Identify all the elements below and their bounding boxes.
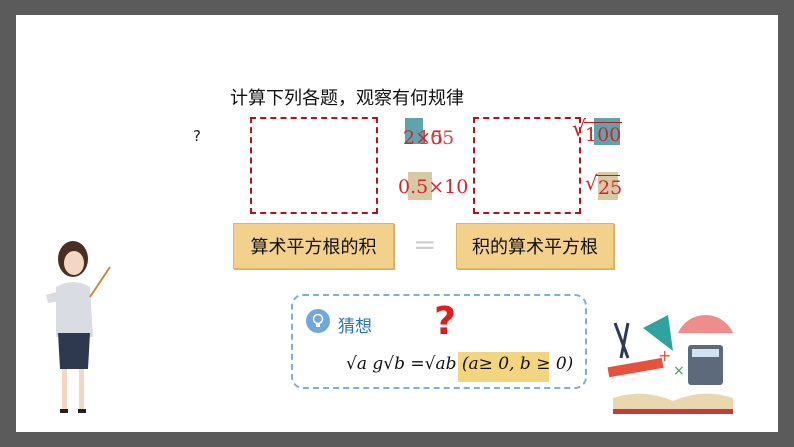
teacher-illustration — [46, 241, 111, 413]
left-highlight-1 — [405, 118, 423, 144]
lightbulb-icon — [306, 309, 330, 333]
formula-main: √a g√b =√ab (a — [346, 354, 479, 374]
right-expression-2: 25 — [598, 177, 623, 199]
right-expression-1: 100 — [585, 124, 622, 146]
svg-text:×: × — [673, 363, 685, 379]
formula-highlight — [458, 352, 549, 382]
sqrt-sign-2: √ — [585, 171, 598, 195]
sqrt-bar-1 — [584, 122, 622, 123]
root-of-product-label: 积的算术平方根 — [456, 223, 614, 269]
equals-sign: = — [413, 228, 437, 261]
formula-condition: ≥ 0, b ≥ 0) — [478, 354, 574, 374]
red-question-icon: ? — [434, 299, 457, 343]
conjecture-label: 猜想 — [338, 317, 372, 337]
right-highlight-2 — [598, 172, 618, 200]
math-tools-illustration: + × — [607, 314, 733, 414]
slide-title: 计算下列各题，观察有何规律 — [230, 88, 464, 109]
conjecture-box — [291, 294, 587, 389]
left-highlight-2 — [408, 172, 432, 200]
product-of-roots-label: 算术平方根的积 — [233, 223, 394, 269]
left-dashed-box — [250, 117, 378, 214]
sqrt-bar-2 — [596, 175, 620, 176]
right-dashed-box — [473, 117, 581, 214]
formula: √a g√b =√ab (a≥ 0, b ≥ 0) — [346, 354, 573, 374]
left-overlay-1: 105 — [418, 127, 455, 149]
left-expression-2: 0.5×10 — [398, 176, 469, 198]
left-expression-1: 2×5 — [403, 127, 444, 149]
question-mark: ? — [193, 127, 201, 145]
sqrt-sign-1: √ — [572, 117, 587, 142]
